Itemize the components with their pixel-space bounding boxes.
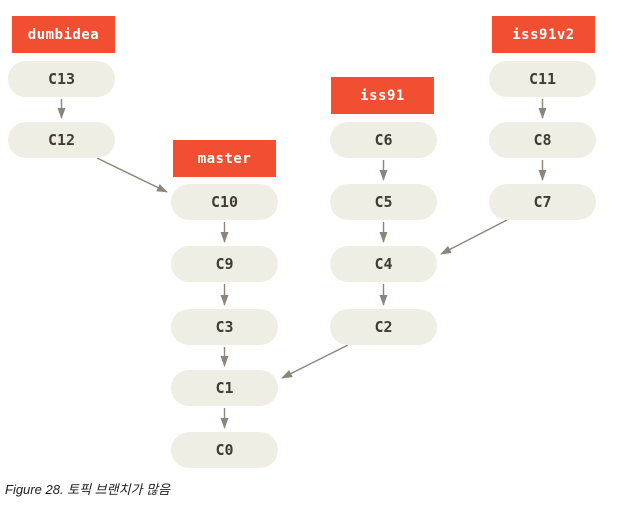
edge-C12-C10 <box>96 157 168 193</box>
branch-label-iss91: iss91 <box>331 77 434 114</box>
branch-label-master: master <box>173 140 276 177</box>
commit-node-C6: C6 <box>330 122 437 158</box>
commit-node-C12: C12 <box>8 122 115 158</box>
commit-node-C8: C8 <box>489 122 596 158</box>
commit-node-C2: C2 <box>330 309 437 345</box>
commit-node-C5: C5 <box>330 184 437 220</box>
commit-node-C9: C9 <box>171 246 278 282</box>
commit-node-C3: C3 <box>171 309 278 345</box>
commit-node-C1: C1 <box>171 370 278 406</box>
commit-node-C0: C0 <box>171 432 278 468</box>
edge-C2-C1 <box>281 344 349 379</box>
figure-caption: Figure 28. 토픽 브랜치가 많음 <box>5 482 171 497</box>
commit-node-C10: C10 <box>171 184 278 220</box>
commit-node-C4: C4 <box>330 246 437 282</box>
commit-node-C7: C7 <box>489 184 596 220</box>
edge-C7-C4 <box>440 219 508 255</box>
branch-label-dumbidea: dumbidea <box>12 16 115 53</box>
commit-node-C11: C11 <box>489 61 596 97</box>
commit-node-C13: C13 <box>8 61 115 97</box>
branch-label-iss91v2: iss91v2 <box>492 16 595 53</box>
